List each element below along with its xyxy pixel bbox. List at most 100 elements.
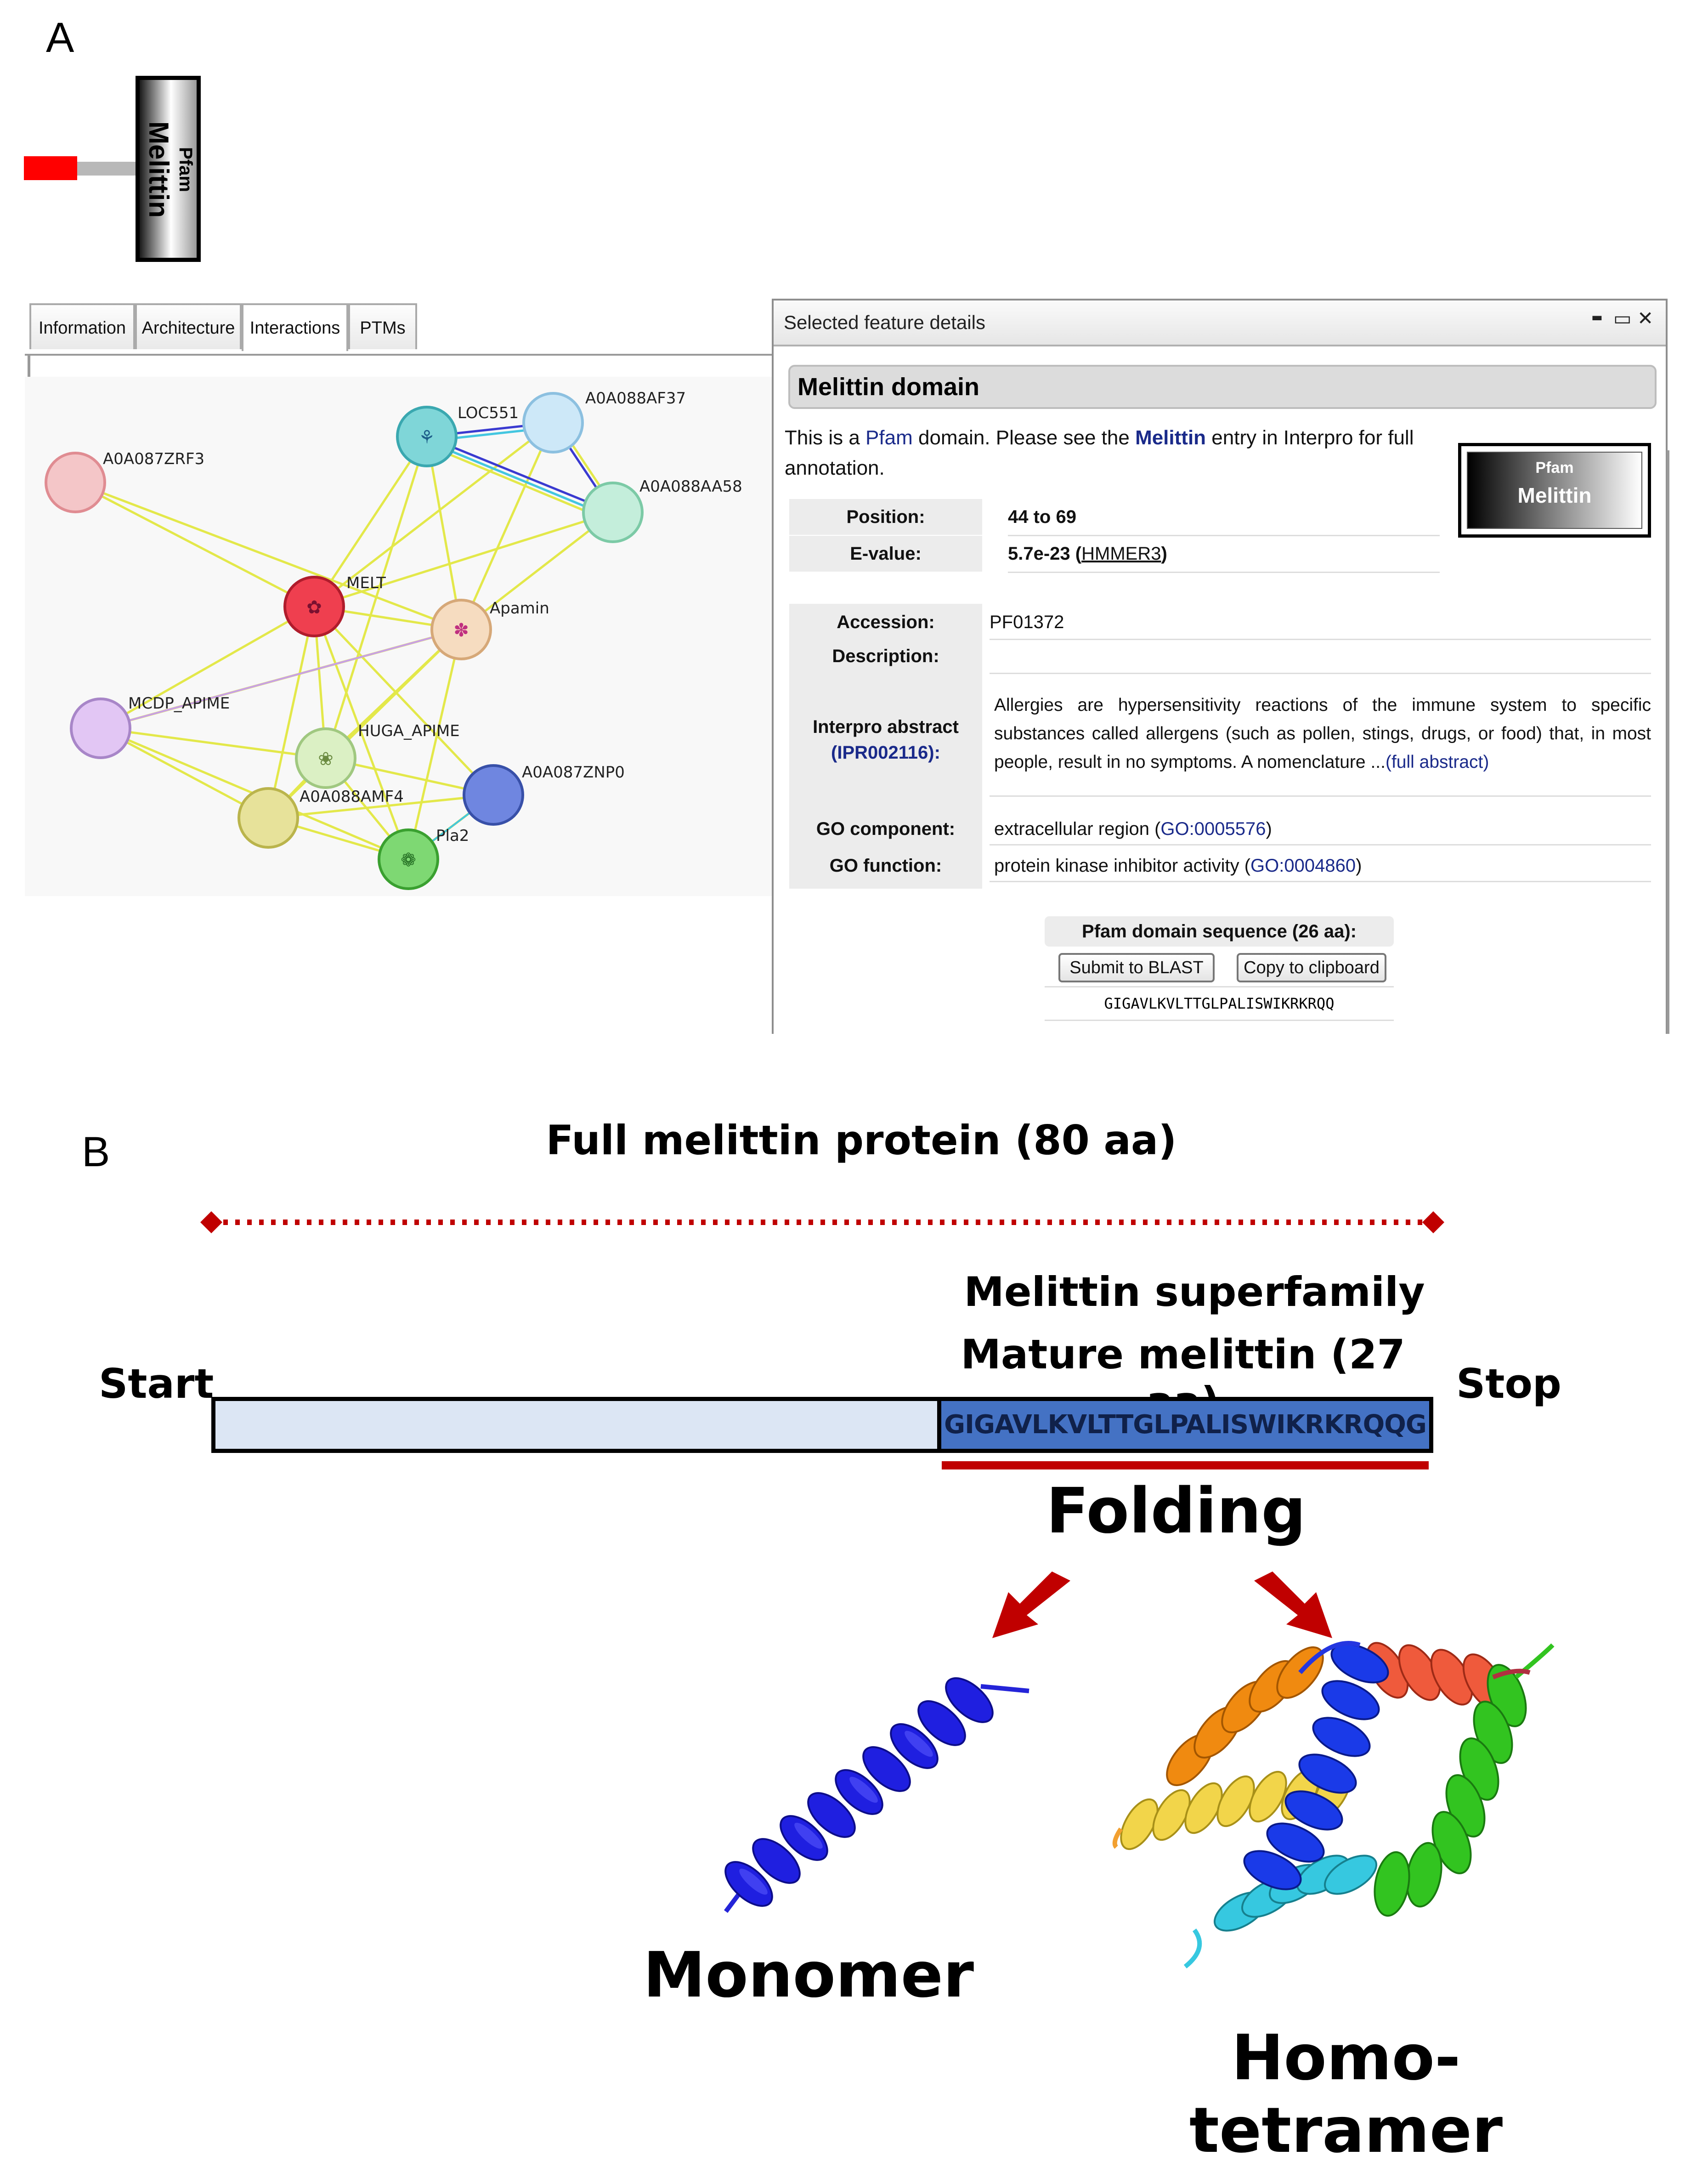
pfam-melittin-logo[interactable]: Pfam Melittin	[1458, 443, 1651, 538]
tetramer-chain-blue	[1243, 1643, 1389, 1890]
fold-arrow-right	[1254, 1571, 1332, 1638]
network-nodes	[45, 392, 644, 890]
edge	[100, 727, 269, 819]
full-protein-span-line	[200, 1211, 1444, 1233]
edge	[268, 794, 494, 819]
architecture-pfam-melittin-domain[interactable]: Pfam Melittin	[136, 76, 201, 262]
helix-turn	[807, 1792, 856, 1838]
node-structure-glyph: ❁	[401, 850, 416, 871]
edge-multi	[429, 441, 613, 519]
edge	[313, 606, 410, 860]
node-loc551	[396, 406, 458, 467]
helix-turn	[752, 1838, 801, 1884]
helix-turn	[862, 1746, 911, 1792]
node-label: A0A087ZNP0	[522, 763, 625, 782]
tetramer-loops	[1112, 1641, 1555, 1968]
edge	[313, 436, 428, 607]
node-label: A0A087ZRF3	[103, 450, 204, 468]
monomer-structure	[724, 1677, 1029, 1913]
stop-label: Stop	[1456, 1360, 1561, 1407]
tab-information[interactable]: Information	[29, 303, 135, 349]
accession-label: Accession:	[837, 612, 935, 632]
node-label: LOC551	[458, 404, 519, 422]
interpro-ipr-link[interactable]: (IPR002116):	[831, 743, 940, 763]
edge	[324, 436, 428, 759]
edge	[425, 436, 463, 630]
node-a0a088amf4	[238, 787, 299, 849]
node-apamin	[430, 599, 492, 660]
edge	[460, 422, 554, 630]
panel-letter-b: B	[82, 1129, 110, 1175]
node-label: A0A088AF37	[585, 389, 686, 408]
edge	[313, 606, 494, 796]
architecture-signal-peptide	[24, 156, 77, 180]
go-component-link[interactable]: GO:0005576	[1160, 819, 1266, 839]
minimize-icon[interactable]: ▬	[1591, 311, 1603, 324]
maximize-icon[interactable]: ▭	[1613, 307, 1632, 329]
node-label: Pla2	[436, 827, 469, 845]
position-label: Position:	[789, 499, 982, 535]
melittin-interpro-link[interactable]: Melittin	[1135, 426, 1206, 449]
edge-multi	[426, 435, 613, 514]
tetramer-chain-green	[1374, 1664, 1527, 1917]
homo-tetramer-label: Homo-tetramer	[1189, 2022, 1503, 2167]
node-label: A0A088AA58	[639, 477, 742, 496]
node-melt	[283, 576, 345, 637]
edge	[74, 481, 315, 608]
tab-architecture[interactable]: Architecture	[135, 303, 242, 349]
edge	[75, 481, 462, 631]
helix-turn	[945, 1677, 994, 1723]
detail-window-right-edge	[1667, 450, 1669, 1034]
description-value	[990, 640, 1651, 674]
close-icon[interactable]: ✕	[1637, 307, 1654, 329]
tab-interactions[interactable]: Interactions	[242, 303, 348, 351]
domain-intro: This is a Pfam domain. Please see the Me…	[785, 426, 1414, 449]
edge	[407, 629, 463, 860]
go-component-label: GO component:	[816, 819, 956, 839]
pfam-link[interactable]: Pfam	[865, 426, 913, 449]
node-structure-glyph: ✿	[306, 597, 322, 618]
mature-melittin-sequence-bar: GIGAVLKVLTTGLPALISWIKRKRQQG	[937, 1397, 1433, 1453]
hmmer3-link[interactable]: HMMER3	[1081, 544, 1161, 564]
sequence-header: Pfam domain sequence (26 aa):	[1045, 916, 1394, 947]
node-mcdp-apime	[70, 698, 131, 759]
edge	[267, 629, 462, 819]
node-structure-glyph: ❀	[318, 749, 334, 770]
homo-tetramer-structure	[1112, 1641, 1555, 1968]
go-function-label: GO function:	[829, 856, 942, 876]
go-function-value: protein kinase inhibitor activity (GO:00…	[990, 849, 1651, 882]
interpro-abstract-text: Allergies are hypersensitivity reactions…	[990, 691, 1651, 797]
edge	[100, 605, 315, 730]
node-a0a087znp0	[463, 764, 524, 826]
node-structure-glyph: ✽	[453, 620, 469, 641]
go-function-link[interactable]: GO:0004860	[1250, 856, 1356, 876]
annotation-label-column	[789, 604, 982, 889]
edge	[100, 727, 326, 760]
full-protein-bar	[211, 1397, 946, 1453]
node-a0a088af37	[522, 392, 584, 454]
node-structure-glyph: ⚘	[419, 427, 435, 448]
folding-label: Folding	[1046, 1475, 1306, 1548]
full-abstract-link[interactable]: (full abstract)	[1385, 752, 1489, 772]
edge	[313, 422, 554, 607]
node-label: Apamin	[490, 599, 549, 618]
interaction-network: ⚘ ✿ ✽ ❀ ❁ A0A087ZRF3 LOC551 A0A088AF37 A…	[25, 377, 774, 896]
node-label: A0A088AMF4	[300, 788, 404, 806]
go-component-value: extracellular region (GO:0005576)	[990, 812, 1651, 845]
evalue-label: E-value:	[789, 536, 982, 572]
network-background	[25, 377, 774, 896]
edge	[267, 606, 316, 818]
edge	[460, 511, 614, 630]
fold-arrow-left	[992, 1571, 1070, 1638]
evalue-value: 5.7e-23 (HMMER3)	[1008, 536, 1440, 573]
helix-turn	[917, 1700, 966, 1746]
submit-to-blast-button[interactable]: Submit to BLAST	[1058, 953, 1215, 982]
folding-underline	[942, 1461, 1429, 1469]
copy-to-clipboard-button[interactable]: Copy to clipboard	[1237, 953, 1386, 982]
interpro-abstract-label: Interpro abstract (IPR002116):	[789, 714, 982, 766]
tab-ptms[interactable]: PTMs	[348, 303, 417, 349]
panel-letter-a: A	[46, 14, 74, 61]
accession-value[interactable]: PF01372	[990, 606, 1651, 640]
logo-text-melittin: Melittin	[1517, 483, 1592, 507]
node-a0a087zrf3	[45, 452, 106, 513]
